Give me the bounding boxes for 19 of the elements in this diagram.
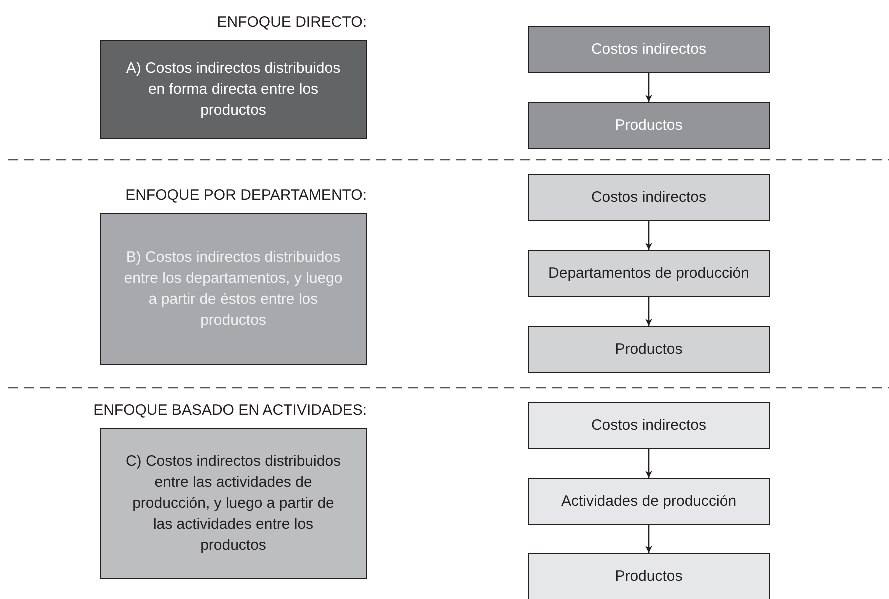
section-heading: ENFOQUE POR DEPARTAMENTO: [126, 187, 367, 204]
process-box: C) Costos indirectos distribuidos entre las actividades de producción, y luego a partir de las actividades entre los productos [100, 428, 367, 579]
process-box: Costos indirectos [528, 402, 770, 449]
process-box: Costos indirectos [528, 26, 770, 73]
process-box: Costos indirectos [528, 174, 770, 221]
process-box: A) Costos indirectos distribuidos en forma directa entre los productos [100, 40, 367, 139]
section-heading: ENFOQUE DIRECTO: [217, 14, 367, 31]
process-box: Productos [528, 553, 770, 599]
process-box: Actividades de producción [528, 478, 770, 525]
process-box: B) Costos indirectos distribuidos entre los departamentos, y luego a partir de éstos entre los productos [100, 213, 367, 365]
arrow [646, 221, 652, 250]
arrow [646, 525, 652, 553]
arrow [646, 297, 652, 326]
arrow [646, 449, 652, 478]
arrow [646, 73, 652, 102]
process-box: Productos [528, 102, 770, 149]
process-box: Departamentos de producción [528, 250, 770, 297]
process-box: Productos [528, 326, 770, 373]
section-heading: ENFOQUE BASADO EN ACTIVIDADES: [94, 402, 367, 419]
